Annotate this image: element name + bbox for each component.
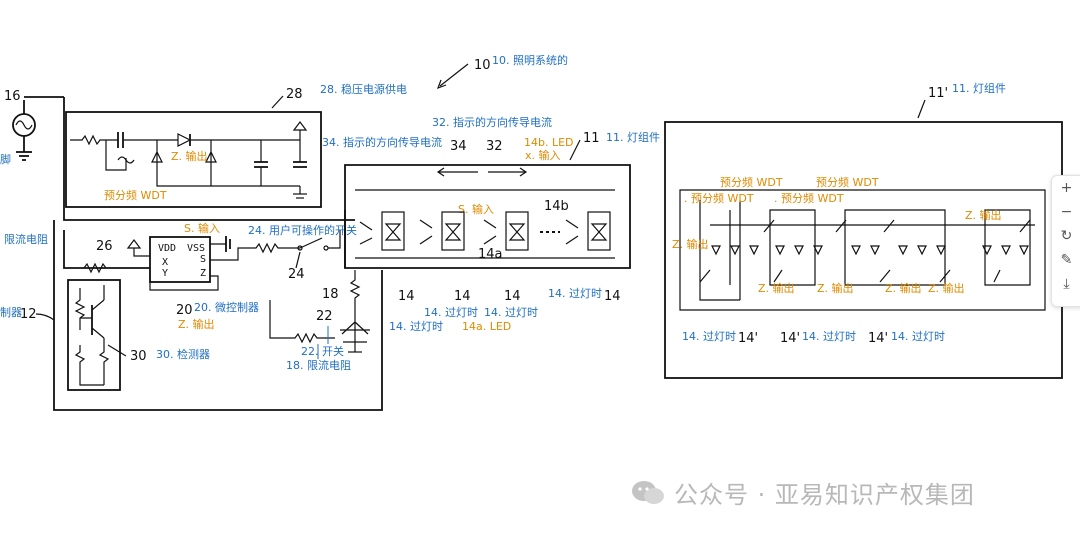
zoom-in-icon[interactable]: + bbox=[1060, 180, 1073, 196]
pin-label: 脚 bbox=[0, 152, 11, 166]
label-led-14a: 14a. LED bbox=[462, 320, 511, 333]
pin-y: Y bbox=[162, 268, 168, 279]
label-overheat-d: 14. 过灯时 bbox=[389, 320, 443, 333]
controller-enclosure bbox=[53, 220, 383, 411]
label-system: 10. 照明系统的 bbox=[492, 53, 568, 67]
ac-source bbox=[12, 96, 64, 161]
ref-16: 16 bbox=[4, 89, 21, 104]
label-r-z-out-right: Z. 输出 bbox=[965, 208, 1002, 222]
ref-12: 12 bbox=[20, 307, 37, 322]
label-r-prescaler-1: 预分频 WDT bbox=[720, 175, 783, 189]
supply-circuit bbox=[70, 121, 308, 199]
main-bus bbox=[63, 97, 355, 221]
ref-26: 26 bbox=[96, 239, 113, 254]
label-switch-22: 22. 开关 bbox=[301, 344, 344, 358]
label-r-prescaler-2: 预分频 WDT bbox=[816, 175, 879, 189]
label-indicated-current-32: 32. 指示的方向传导电流 bbox=[432, 115, 552, 129]
label-overheat-a: 14. 过灯时 bbox=[548, 287, 602, 300]
led-modules-11 bbox=[355, 189, 615, 259]
led-array-right bbox=[679, 189, 1046, 311]
ref-11-prime: 11' bbox=[928, 86, 948, 101]
label-regulated-supply: 28. 稳压电源供电 bbox=[320, 82, 407, 96]
ref-34: 34 bbox=[450, 139, 467, 154]
label-microcontroller: 20. 微控制器 bbox=[194, 300, 259, 314]
label-r-overheat-3: 14. 过灯时 bbox=[891, 330, 945, 343]
supply-box bbox=[65, 111, 322, 208]
ref-10: 10 bbox=[474, 58, 491, 73]
arrow-34 bbox=[436, 167, 478, 177]
label-overheat-b: 14. 过灯时 bbox=[424, 306, 478, 319]
ref-24: 24 bbox=[288, 267, 305, 282]
label-user-switch: 24. 用户可操作的开关 bbox=[248, 223, 357, 237]
ref-11: 11 bbox=[583, 131, 600, 146]
zoom-out-icon[interactable]: − bbox=[1060, 204, 1073, 220]
label-overheat-c: 14. 过灯时 bbox=[484, 306, 538, 319]
pin-x: X bbox=[162, 257, 168, 268]
ref-14-a: 14 bbox=[398, 289, 415, 304]
label-r-z-out-1: Z. 输出 bbox=[758, 281, 795, 295]
detector-circuit bbox=[74, 285, 110, 386]
label-r-prescaler-4: . 预分频 WDT bbox=[774, 191, 844, 205]
ref-28: 28 bbox=[286, 87, 303, 102]
arrow-32 bbox=[488, 167, 528, 177]
ref-14p-b: 14' bbox=[780, 331, 800, 346]
ref-32: 32 bbox=[486, 139, 503, 154]
ref-14b: 14b bbox=[544, 199, 569, 214]
rotate-icon[interactable]: ↻ bbox=[1060, 228, 1073, 244]
ref-14p-a: 14' bbox=[738, 331, 758, 346]
download-icon[interactable]: ⤓ bbox=[1063, 276, 1070, 292]
label-prescaler-left: 预分频 WDT bbox=[104, 188, 167, 202]
ref-22: 22 bbox=[316, 309, 333, 324]
ref-14a: 14a bbox=[478, 247, 503, 262]
ref-14-c: 14 bbox=[504, 289, 521, 304]
label-led-14b: 14b. LED bbox=[524, 136, 574, 149]
floating-toolbar: + − ↻ ✎ ⤓ bbox=[1051, 175, 1080, 307]
label-r-overheat-1: 14. 过灯时 bbox=[682, 330, 736, 343]
label-r-z-out-3: Z. 输出 bbox=[885, 281, 922, 295]
label-r-z-out-2: Z. 输出 bbox=[817, 281, 854, 295]
pin-vdd: VDD bbox=[158, 243, 176, 254]
label-lamp-assembly-11: 11. 灯组件 bbox=[606, 130, 660, 144]
label-r-prescaler-3: . 预分频 WDT bbox=[684, 191, 754, 205]
pin-z: Z bbox=[200, 268, 206, 279]
ref-14-b: 14 bbox=[454, 289, 471, 304]
switch-22 bbox=[340, 320, 370, 353]
watermark: 公众号 · 亚易知识产权集团 bbox=[630, 475, 975, 510]
detector-box bbox=[67, 279, 121, 391]
ref-14-d: 14 bbox=[604, 289, 621, 304]
wechat-icon bbox=[632, 480, 664, 504]
label-s-input-lamp: S. 输入 bbox=[458, 202, 494, 216]
pin-vss: VSS bbox=[187, 243, 205, 254]
ref-20: 20 bbox=[176, 303, 193, 318]
resistor-26 bbox=[83, 262, 107, 274]
label-current-limit-res: 限流电阻 bbox=[4, 232, 48, 246]
label-r-overheat-2: 14. 过灯时 bbox=[802, 330, 856, 343]
watermark-text: 公众号 · 亚易知识产权集团 bbox=[674, 481, 975, 509]
ref-18: 18 bbox=[322, 287, 339, 302]
resistor-18 bbox=[349, 270, 361, 320]
ref-30: 30 bbox=[130, 349, 147, 364]
label-r-z-out-left: Z. 输出 bbox=[672, 237, 709, 251]
label-z-output-top: Z. 输出 bbox=[171, 149, 208, 163]
ref-14p-c: 14' bbox=[868, 331, 888, 346]
edit-icon[interactable]: ✎ bbox=[1060, 252, 1073, 268]
label-lamp-assembly-11p: 11. 灯组件 bbox=[952, 81, 1006, 95]
label-controller: 制器 bbox=[0, 306, 22, 319]
label-detector: 30. 检测器 bbox=[156, 347, 210, 361]
label-indicated-current-34: 34. 指示的方向传导电流 bbox=[322, 135, 442, 149]
label-r-z-out-4: Z. 输出 bbox=[928, 281, 965, 295]
label-current-limit-18: 18. 限流电阻 bbox=[286, 358, 351, 372]
label-z-output-mcu: Z. 输出 bbox=[178, 317, 215, 331]
label-s-input-chip: S. 输入 bbox=[184, 221, 220, 235]
label-x-input: x. 输入 bbox=[525, 148, 561, 162]
pin-s: S bbox=[200, 254, 206, 265]
